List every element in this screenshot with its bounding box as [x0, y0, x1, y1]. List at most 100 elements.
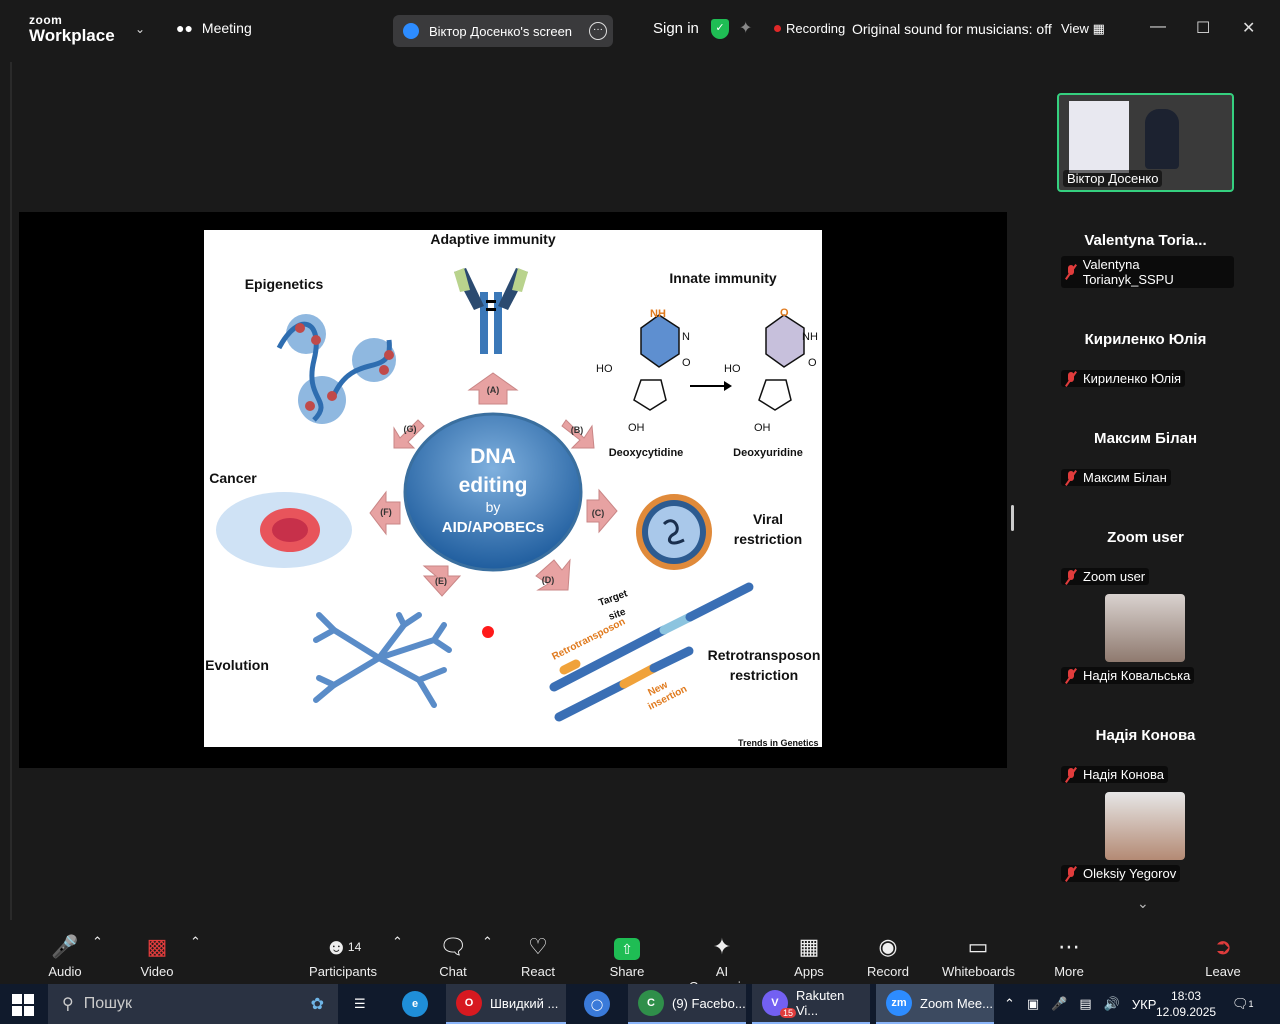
speaker-silhouette — [1145, 109, 1179, 169]
participant-tile[interactable]: Надія Ковальська — [1057, 588, 1234, 687]
meeting-info-button[interactable]: ●● Meeting — [176, 20, 252, 36]
participant-tile[interactable]: Надія Конова Надія Конова — [1057, 687, 1234, 786]
participant-name: Zoom user — [1083, 569, 1146, 584]
phylogenetic-tree — [313, 612, 452, 708]
video-options-caret-icon[interactable]: ⌃ — [190, 934, 201, 949]
maximize-icon[interactable]: ☐ — [1196, 20, 1211, 37]
panel-resize-handle[interactable] — [1011, 505, 1014, 531]
taskbar-app-opera[interactable]: O Швидкий ... — [446, 984, 566, 1024]
arrow-c — [586, 488, 618, 534]
record-button[interactable]: ◉ Record — [864, 934, 912, 979]
label-evolution: Evolution — [205, 657, 269, 673]
leave-button[interactable]: ➲ Leave — [1200, 934, 1246, 979]
label-nh: NH — [802, 331, 818, 343]
apps-button[interactable]: ▦ Apps — [786, 934, 832, 979]
participant-tile[interactable]: Максим Білан Максим Білан — [1057, 390, 1234, 489]
participant-name: Максим Білан — [1083, 470, 1167, 485]
minimize-icon[interactable]: — — [1150, 18, 1166, 35]
participant-label: Zoom user — [1061, 568, 1150, 585]
label-b: (B) — [571, 425, 584, 435]
tray-expand-icon[interactable]: ⌃ — [1004, 996, 1015, 1011]
dna-editing-diagram: DNA editing by AID/APOBECs (A) (B) (C) (… — [205, 231, 821, 747]
microphone-icon[interactable]: 🎤 — [1051, 996, 1068, 1011]
chat-button[interactable]: 🗨 Chat — [430, 934, 476, 979]
taskbar-app-zoom[interactable]: zm Zoom Mee... — [876, 984, 994, 1024]
label-viral-2: restriction — [734, 531, 802, 547]
more-label: More — [1054, 964, 1084, 979]
taskbar-app-viber[interactable]: V 15 Rakuten Vi... — [752, 984, 870, 1024]
network-icon[interactable]: ▤ — [1079, 996, 1092, 1011]
label-deoxyuridine: Deoxyuridine — [733, 447, 803, 459]
label-innate-immunity: Innate immunity — [669, 270, 777, 286]
leave-label: Leave — [1205, 964, 1241, 979]
share-button[interactable]: ⇧ Share — [604, 934, 650, 979]
chrome-profile-icon: C — [638, 990, 664, 1016]
whiteboards-button[interactable]: ▭ Whiteboards — [942, 934, 1015, 979]
chat-caret-icon[interactable]: ⌃ — [482, 934, 493, 949]
participant-tile[interactable]: Zoom user Zoom user — [1057, 489, 1234, 588]
task-view-icon[interactable]: ☰ — [354, 996, 366, 1011]
chevron-down-icon[interactable]: ⌄ — [135, 22, 146, 36]
active-speaker-tile[interactable]: Віктор Досенко — [1057, 93, 1234, 192]
center-title-3: by — [486, 499, 501, 515]
participant-tile[interactable]: Кириленко Юлія Кириленко Юлія — [1057, 291, 1234, 390]
close-icon[interactable]: ✕ — [1242, 20, 1256, 37]
sign-in-link[interactable]: Sign in — [653, 20, 699, 37]
recording-indicator[interactable]: Recording — [774, 21, 845, 36]
more-button[interactable]: ⋯ More — [1046, 934, 1092, 979]
participants-caret-icon[interactable]: ⌃ — [392, 934, 403, 949]
whiteboard-icon: ▭ — [967, 934, 989, 959]
participant-label: Кириленко Юлія — [1061, 370, 1186, 387]
windows-start-icon[interactable] — [12, 994, 34, 1016]
virus-illustration — [636, 494, 712, 570]
original-sound-status[interactable]: Original sound for musicians: off — [852, 21, 1052, 37]
apps-label: Apps — [794, 964, 824, 979]
audio-button[interactable]: 🎤 Audio — [40, 934, 90, 979]
react-button[interactable]: ♡ React — [515, 934, 561, 979]
edge-icon[interactable]: e — [392, 984, 436, 1024]
view-button[interactable]: View ▦ — [1061, 21, 1105, 37]
notifications-icon[interactable]: 🗨1 — [1232, 996, 1254, 1011]
taskbar-clock[interactable]: 18:03 12.09.2025 — [1156, 988, 1216, 1020]
share-arrow-icon: ⇧ — [614, 938, 640, 960]
chrome-icon[interactable]: ◯ — [574, 984, 618, 1024]
label-target: Target — [597, 588, 629, 609]
video-off-icon: ▩ — [146, 934, 168, 959]
label-retro-2: restriction — [730, 667, 798, 683]
chat-label: Chat — [439, 964, 467, 979]
taskbar-app-chrome-facebook[interactable]: C (9) Facebo... — [628, 984, 746, 1024]
more-dots-icon: ⋯ — [1058, 934, 1080, 959]
participant-label: Віктор Досенко — [1063, 170, 1163, 187]
dolphin-icon: ✿ — [310, 996, 324, 1013]
camera-icon[interactable]: ▣ — [1026, 996, 1040, 1011]
participants-button[interactable]: ☻14 Participants — [306, 934, 380, 979]
participant-name: Надія Ковальська — [1083, 668, 1191, 683]
language-indicator[interactable]: УКР — [1131, 996, 1157, 1012]
label-d: (D) — [542, 575, 555, 585]
label-retro-1: Retrotransposon — [708, 647, 821, 663]
screen-share-pill[interactable]: Віктор Досенко's screen ··· — [393, 15, 613, 47]
volume-icon[interactable]: 🔊 — [1103, 996, 1120, 1011]
logo-text-bottom: Workplace — [29, 26, 115, 45]
participant-display-name: Максим Білан — [1093, 430, 1198, 447]
muted-mic-icon — [1065, 371, 1077, 386]
muted-mic-icon — [1065, 866, 1077, 881]
audio-options-caret-icon[interactable]: ⌃ — [92, 934, 103, 949]
arrow-f — [369, 490, 401, 536]
people-icon: ●● — [176, 20, 193, 36]
ai-sparkle-icon[interactable]: ✦ — [739, 20, 753, 37]
security-shield-icon[interactable]: ✓ — [711, 19, 729, 39]
opera-icon: O — [456, 990, 482, 1016]
participant-tile[interactable]: Oleksiy Yegorov — [1057, 786, 1234, 885]
heart-icon: ♡ — [528, 934, 548, 959]
participant-display-name: Кириленко Юлія — [1084, 331, 1207, 348]
label-deoxycytidine: Deoxycytidine — [609, 447, 684, 459]
scroll-down-chevron-icon[interactable]: ⌄ — [1137, 895, 1149, 911]
participants-icon: ☻14 — [324, 934, 362, 959]
recording-label: Recording — [786, 21, 846, 36]
video-button[interactable]: ▩ Video — [132, 934, 182, 979]
taskbar-search[interactable]: ⚲ Пошук ✿ — [48, 984, 338, 1024]
arrow-a — [467, 372, 519, 405]
participant-tile[interactable]: Valentyna Toria... Valentyna Torianyk_SS… — [1057, 192, 1234, 291]
more-options-icon[interactable]: ··· — [589, 22, 607, 40]
